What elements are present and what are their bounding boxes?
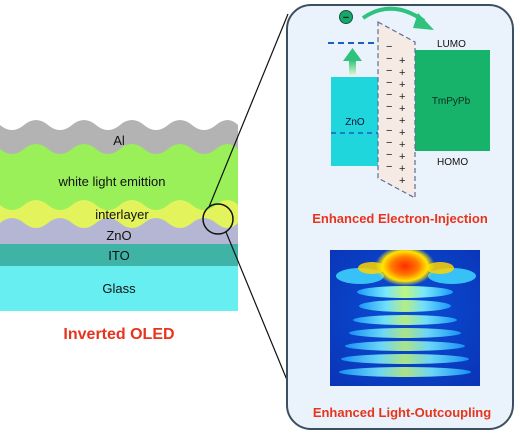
minus-charge: − [386, 89, 392, 101]
al-label: Al [113, 133, 125, 148]
plus-charge: + [399, 115, 405, 127]
ito-label: ITO [108, 248, 129, 263]
minus-charge: − [386, 77, 392, 89]
field-band [339, 367, 471, 377]
plus-charge: + [399, 103, 405, 115]
plus-charge: + [399, 127, 405, 139]
zoom-line-top [208, 13, 289, 208]
minus-charge: − [386, 149, 392, 161]
zoom-circle [202, 203, 234, 235]
plus-charge: + [399, 91, 405, 103]
ito-layer [0, 244, 238, 266]
light-outcoupling-title: Enhanced Light-Outcoupling [313, 405, 491, 420]
minus-charge: − [386, 101, 392, 113]
plus-charge: + [399, 163, 405, 175]
minus-charge: − [386, 65, 392, 77]
upward-arrow-shaft [349, 60, 356, 75]
white-light-label: white light emittion [58, 174, 166, 189]
minus-charge: − [386, 161, 392, 173]
plus-charge: + [399, 175, 405, 187]
electron-icon [339, 10, 353, 24]
homo-label: HOMO [437, 157, 468, 168]
zoom-line-bottom [225, 231, 288, 381]
glass-label: Glass [102, 281, 136, 296]
minus-charge: − [386, 125, 392, 137]
white-light-layer [0, 142, 238, 210]
zno-block [331, 77, 378, 166]
interlayer-layer [0, 198, 238, 228]
field-band [341, 354, 469, 364]
negative-charges: − − − − − − − − − − − [386, 41, 392, 173]
field-band [357, 286, 453, 298]
electron-sign: − [343, 12, 349, 24]
device-caption: Inverted OLED [63, 326, 174, 343]
upward-arrow-head [343, 48, 362, 61]
field-band [349, 328, 461, 338]
injection-arrow-head [413, 13, 434, 30]
glass-layer [0, 266, 238, 311]
plus-charge: + [399, 139, 405, 151]
minus-charge: − [386, 41, 392, 53]
device-stack: Al white light emittion interlayer ZnO I… [0, 120, 238, 343]
zno-layer [0, 216, 238, 244]
electron-injection-title: Enhanced Electron-Injection [312, 211, 488, 226]
tmpypb-block [412, 50, 490, 151]
field-band [353, 315, 457, 325]
plus-charge: + [399, 151, 405, 163]
field-hotspot [375, 250, 435, 286]
positive-charges: + + + + + + + + + + + [399, 55, 405, 187]
interlayer-label: interlayer [95, 207, 149, 222]
tmpypb-block-label: TmPyPb [432, 96, 471, 107]
interface-slab [377, 20, 416, 200]
plus-charge: + [399, 55, 405, 67]
zno-block-label: ZnO [345, 117, 365, 128]
field-band [359, 300, 451, 312]
plus-charge: + [399, 79, 405, 91]
minus-charge: − [386, 113, 392, 125]
field-intensity-map [330, 250, 480, 386]
field-band [345, 341, 465, 351]
al-layer [0, 120, 238, 154]
energy-diagram: − − − − − − − − − − − − + + + + + + + + … [328, 6, 490, 200]
minus-charge: − [386, 137, 392, 149]
plus-charge: + [399, 67, 405, 79]
minus-charge: − [386, 53, 392, 65]
zno-label: ZnO [106, 228, 131, 243]
lumo-label: LUMO [437, 39, 466, 50]
